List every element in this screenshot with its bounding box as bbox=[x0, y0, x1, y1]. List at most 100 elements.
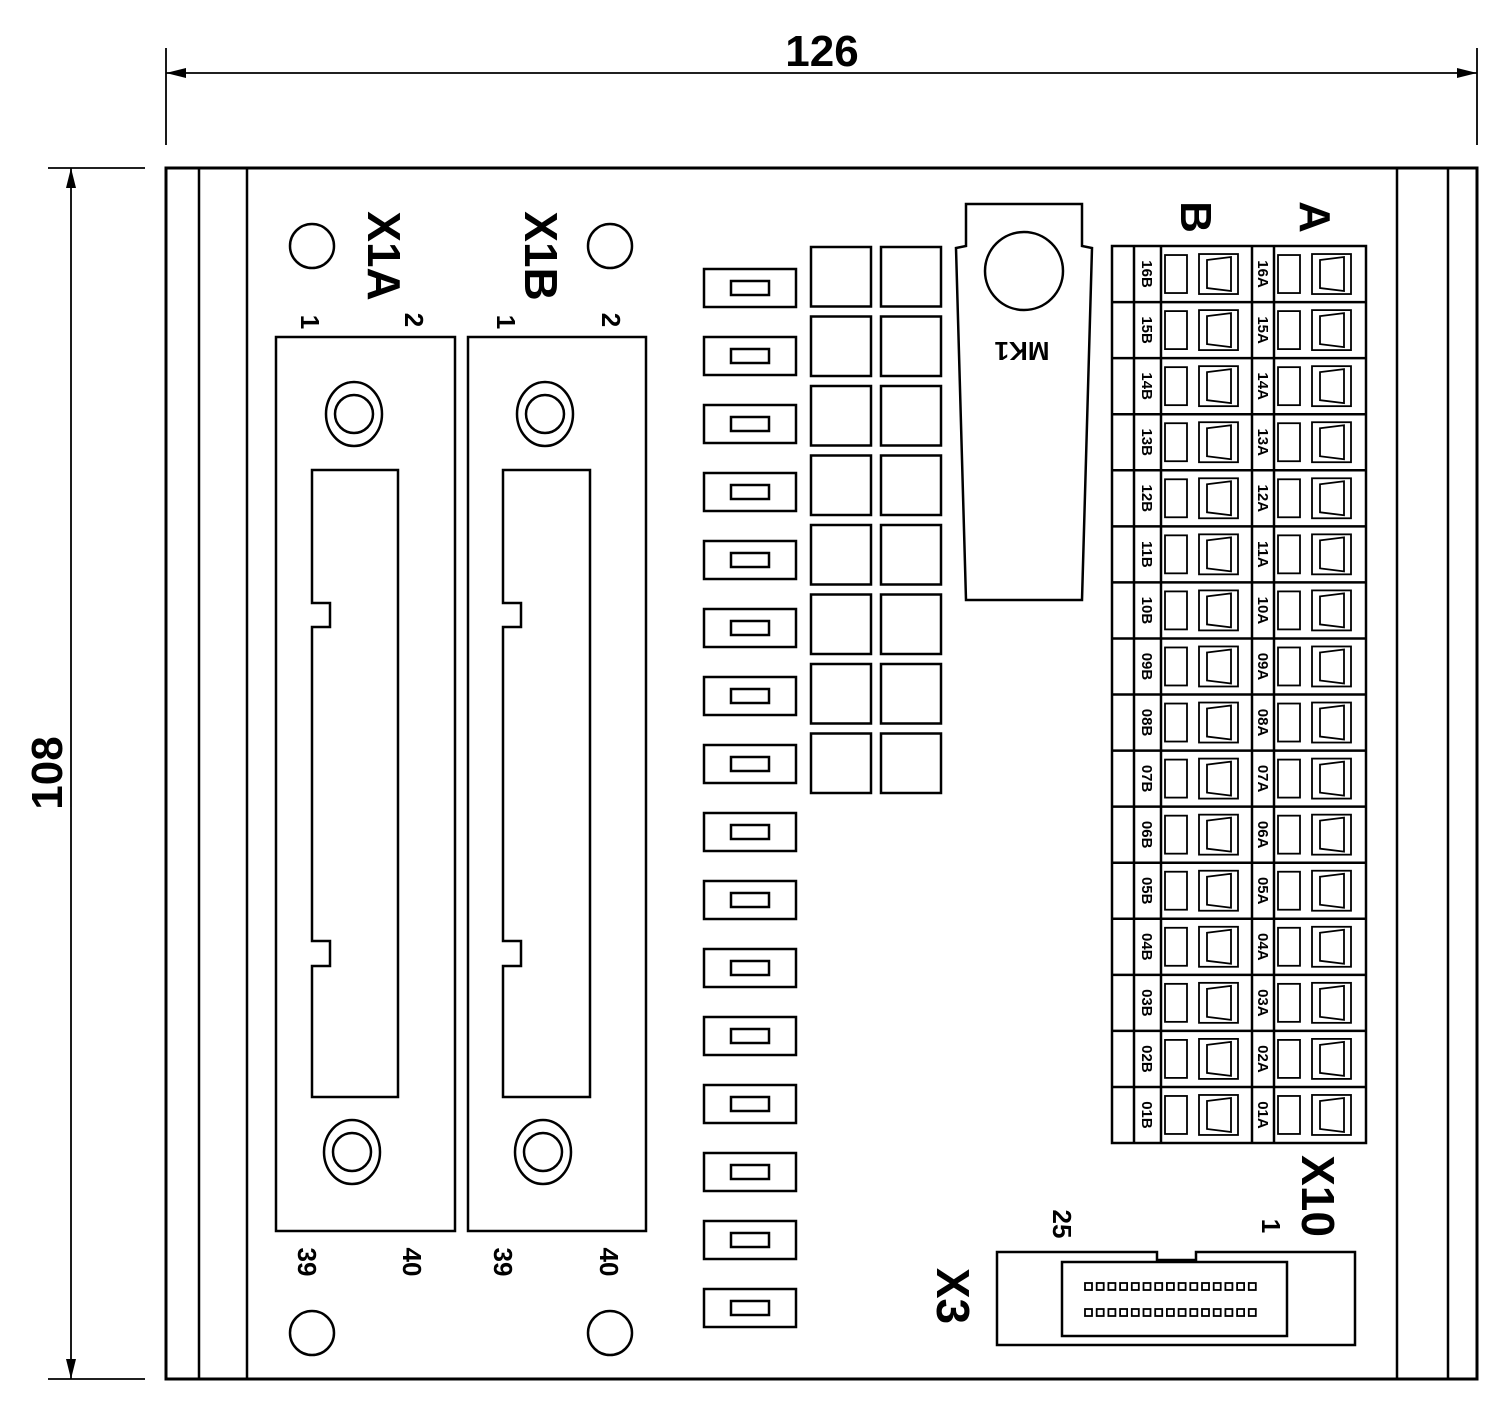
fuse-holder bbox=[702, 403, 798, 445]
terminal-row: 15B 15A bbox=[1138, 309, 1352, 351]
x3-pin bbox=[1224, 1282, 1234, 1291]
x3-pin bbox=[1189, 1308, 1199, 1317]
terminal-label-b: 05B bbox=[1138, 877, 1155, 905]
relay-grid bbox=[809, 245, 943, 795]
mounting-hole bbox=[586, 1309, 634, 1357]
x3-pin-1: 1 bbox=[1256, 1219, 1286, 1233]
fuse-holder bbox=[702, 743, 798, 785]
relay-square bbox=[809, 593, 873, 656]
terminal-label-a: 14A bbox=[1254, 372, 1271, 400]
component-mk1 bbox=[954, 202, 1094, 602]
terminal-row: 05B 05A bbox=[1138, 869, 1352, 912]
connector-x1a bbox=[274, 335, 457, 1233]
x1b-pin-39: 39 bbox=[488, 1248, 518, 1277]
connector-x1b bbox=[466, 335, 648, 1233]
terminal-label-b: 02B bbox=[1138, 1045, 1155, 1073]
terminal-label-a: 02A bbox=[1254, 1045, 1271, 1073]
terminal-label-a: 16A bbox=[1254, 260, 1271, 288]
mounting-hole bbox=[586, 222, 634, 270]
fuse-holder bbox=[702, 1287, 798, 1329]
terminal-label-b: 04B bbox=[1138, 933, 1155, 961]
relay-square bbox=[879, 245, 943, 308]
x3-pin bbox=[1224, 1308, 1234, 1317]
x3-pin bbox=[1166, 1308, 1175, 1317]
x3-pin bbox=[1247, 1308, 1257, 1317]
x1a-pin-40: 40 bbox=[397, 1248, 427, 1277]
terminal-label-b: 08B bbox=[1138, 709, 1155, 737]
terminal-label-a: 05A bbox=[1254, 877, 1271, 905]
fuse-holder bbox=[702, 539, 798, 581]
relay-square bbox=[809, 454, 873, 517]
x1a-pin-1: 1 bbox=[295, 315, 325, 329]
terminal-label-b: 03B bbox=[1138, 989, 1155, 1017]
relay-square bbox=[879, 315, 943, 378]
relay-square bbox=[809, 315, 873, 378]
relay-square bbox=[809, 245, 873, 308]
x3-pin bbox=[1212, 1308, 1222, 1317]
terminal-row: 03B 03A bbox=[1138, 981, 1352, 1024]
fuse-column bbox=[702, 267, 798, 1329]
x3-pin bbox=[1142, 1282, 1152, 1291]
fuse-holder bbox=[702, 471, 798, 513]
terminal-label-b: 15B bbox=[1138, 316, 1155, 344]
x3-pin bbox=[1177, 1308, 1187, 1317]
terminal-label-a: 09A bbox=[1254, 653, 1271, 681]
x3-pin bbox=[1236, 1308, 1245, 1317]
x3-pin bbox=[1189, 1282, 1199, 1291]
terminal-label-a: 07A bbox=[1254, 765, 1271, 793]
terminal-label-b: 12B bbox=[1138, 485, 1155, 513]
x1b-pin-40: 40 bbox=[594, 1248, 624, 1277]
terminal-label-a: 06A bbox=[1254, 821, 1271, 849]
connector-x3 bbox=[995, 1250, 1357, 1347]
relay-square bbox=[809, 523, 873, 586]
x3-pin bbox=[1107, 1282, 1117, 1291]
x1a-pin-2: 2 bbox=[399, 313, 429, 327]
fuse-holder bbox=[702, 1151, 798, 1193]
dimension-lines bbox=[48, 48, 1478, 1380]
terminal-label-a: 04A bbox=[1254, 933, 1271, 961]
x1a-pin-39: 39 bbox=[292, 1248, 322, 1277]
relay-square bbox=[809, 662, 873, 725]
x3-pin bbox=[1107, 1308, 1117, 1317]
relay-square bbox=[809, 384, 873, 447]
x10-row-a-label: A bbox=[1290, 201, 1339, 233]
x3-pin bbox=[1119, 1308, 1128, 1317]
x3-pin bbox=[1166, 1282, 1175, 1291]
terminal-label-a: 01A bbox=[1254, 1101, 1271, 1129]
x1b-label: X1B bbox=[515, 211, 567, 300]
height-dimension-label: 108 bbox=[23, 736, 72, 809]
fuse-holder bbox=[702, 811, 798, 853]
terminal-label-b: 13B bbox=[1138, 428, 1155, 456]
terminal-label-a: 12A bbox=[1254, 485, 1271, 513]
fuse-holder bbox=[702, 607, 798, 649]
fuse-holder bbox=[702, 947, 798, 989]
x3-pin-25: 25 bbox=[1047, 1210, 1077, 1239]
x3-pin bbox=[1201, 1282, 1210, 1291]
terminal-row: 01B 01A bbox=[1138, 1094, 1352, 1136]
fuse-holder bbox=[702, 879, 798, 921]
relay-square bbox=[809, 732, 873, 795]
x3-pin bbox=[1084, 1282, 1093, 1291]
x3-pin bbox=[1095, 1308, 1105, 1317]
fuse-holder bbox=[702, 335, 798, 377]
fuse-holder bbox=[702, 267, 798, 309]
relay-square bbox=[879, 454, 943, 517]
x3-pin bbox=[1236, 1282, 1245, 1291]
terminal-label-a: 15A bbox=[1254, 316, 1271, 344]
x3-pin bbox=[1247, 1282, 1257, 1291]
terminal-label-b: 01B bbox=[1138, 1101, 1155, 1129]
x3-pin bbox=[1095, 1282, 1105, 1291]
mounting-hole bbox=[288, 222, 336, 270]
terminal-label-a: 03A bbox=[1254, 989, 1271, 1017]
x3-pin bbox=[1154, 1282, 1164, 1291]
x3-pin bbox=[1130, 1282, 1140, 1291]
